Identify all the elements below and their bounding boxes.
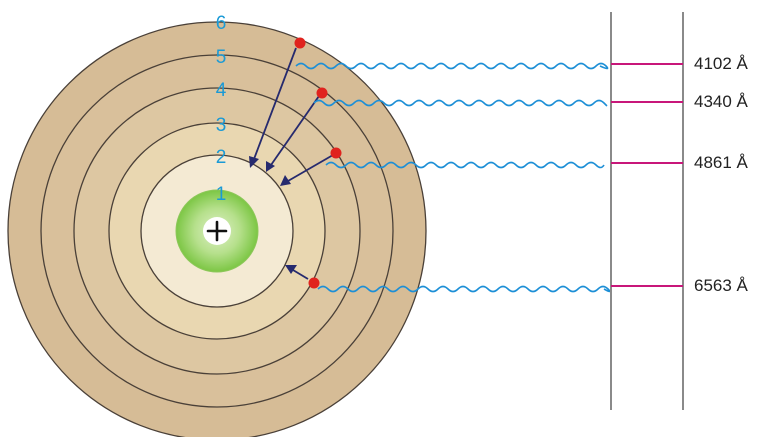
plus-icon xyxy=(206,220,228,242)
arrow-4-to-2 xyxy=(280,154,334,186)
photon-wave-4102 xyxy=(295,62,609,70)
shell-label-2: 2 xyxy=(216,147,227,168)
wavelength-label-4340: 4340 Å xyxy=(694,92,749,111)
wavelength-label-6563: 6563 Å xyxy=(694,276,749,295)
electron-shell-3 xyxy=(308,277,320,289)
photon-waves xyxy=(295,62,611,293)
electron-shells xyxy=(7,21,427,437)
wavelength-label-4861: 4861 Å xyxy=(694,153,749,172)
electron-shell-6 xyxy=(294,37,306,49)
arrow-3-to-2 xyxy=(285,265,309,280)
photon-wave-6563 xyxy=(317,285,611,293)
arrow-6-to-2 xyxy=(249,47,297,168)
photon-wave-4340 xyxy=(313,99,608,107)
shell-label-3: 3 xyxy=(216,115,227,136)
transition-arrows xyxy=(249,47,334,280)
electrons xyxy=(294,37,342,289)
nucleus xyxy=(203,217,231,245)
electron-shell-5 xyxy=(316,87,328,99)
spectrum xyxy=(610,12,684,410)
shell-label-6: 6 xyxy=(216,13,227,34)
electron-shell-4 xyxy=(330,147,342,159)
shell-labels: 1 2 3 4 5 6 xyxy=(216,13,227,205)
shell-label-4: 4 xyxy=(216,80,227,101)
wavelength-labels: 4102 Å 4340 Å 4861 Å 6563 Å xyxy=(694,54,749,295)
shell-label-5: 5 xyxy=(216,47,227,68)
wavelength-label-4102: 4102 Å xyxy=(694,54,749,73)
arrow-5-to-2 xyxy=(266,95,320,172)
photon-wave-4861 xyxy=(325,161,605,169)
shell-label-1: 1 xyxy=(216,184,227,205)
